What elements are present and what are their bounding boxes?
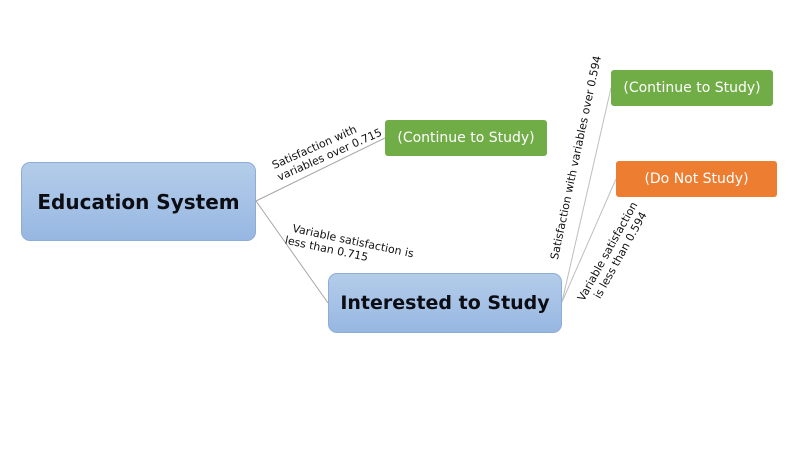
connector-interested-to-do-not-study	[561, 178, 617, 303]
connector-edu-to-continue-1	[255, 137, 386, 202]
node-continue-to-study-1: (Continue to Study)	[385, 120, 547, 156]
connector-edu-to-interested	[255, 200, 329, 304]
connector-interested-to-continue-2	[561, 87, 612, 303]
node-education-system: Education System	[21, 162, 256, 241]
node-do-not-study: (Do Not Study)	[616, 161, 777, 197]
node-continue-to-study-2: (Continue to Study)	[611, 70, 773, 106]
node-interested-to-study: Interested to Study	[328, 273, 562, 333]
